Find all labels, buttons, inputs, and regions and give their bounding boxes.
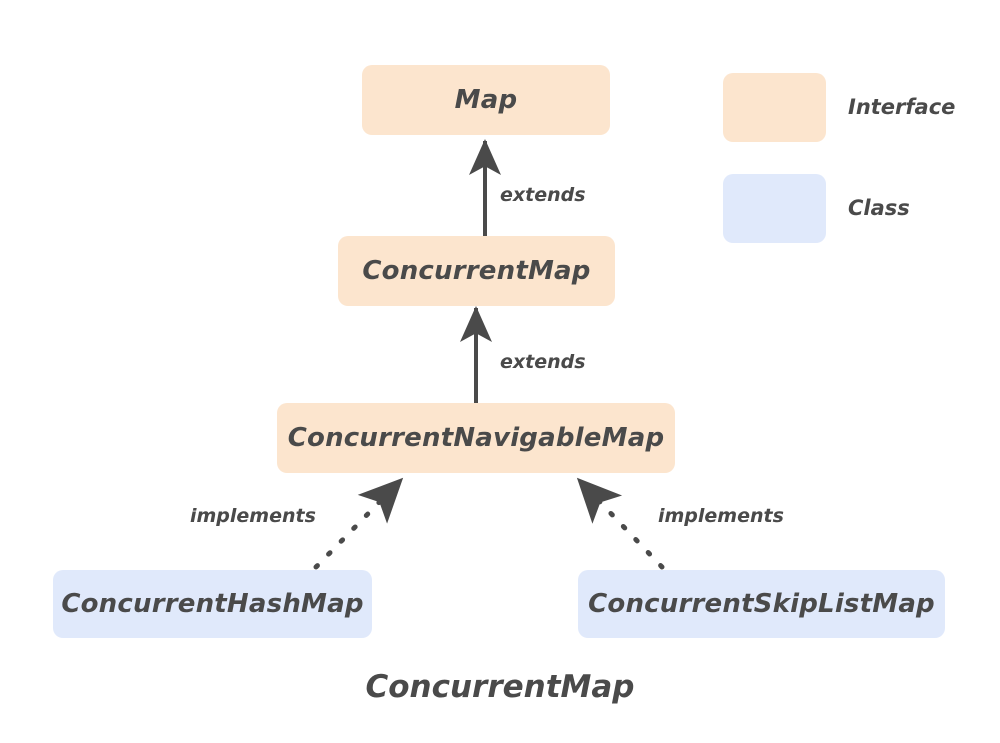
- edge-label-implements-right: implements: [658, 505, 784, 527]
- node-concurrent-hash-map-label: ConcurrentHashMap: [61, 589, 364, 619]
- node-concurrent-skip-list-map[interactable]: ConcurrentSkipListMap: [578, 570, 945, 638]
- node-concurrent-navigable-map[interactable]: ConcurrentNavigableMap: [277, 403, 675, 473]
- edge-label-implements-left: implements: [190, 505, 316, 527]
- edge-implements-right-line: [576, 477, 665, 570]
- node-concurrent-hash-map[interactable]: ConcurrentHashMap: [53, 570, 372, 638]
- node-map-label: Map: [454, 85, 518, 115]
- legend-swatch-interface: [723, 73, 826, 142]
- node-concurrent-navigable-map-label: ConcurrentNavigableMap: [287, 423, 665, 453]
- node-concurrent-map[interactable]: ConcurrentMap: [338, 236, 615, 306]
- edge-label-extends-concurrent-map: extends: [500, 351, 586, 373]
- legend-label-class: Class: [848, 196, 910, 220]
- node-concurrent-skip-list-map-label: ConcurrentSkipListMap: [588, 589, 935, 619]
- legend-label-interface: Interface: [848, 95, 956, 119]
- node-concurrent-map-label: ConcurrentMap: [362, 256, 591, 286]
- edge-label-extends-map: extends: [500, 184, 586, 206]
- edge-implements-left-line: [313, 477, 404, 570]
- legend-swatch-class: [723, 174, 826, 243]
- node-map[interactable]: Map: [362, 65, 610, 135]
- diagram-caption: ConcurrentMap: [365, 669, 635, 705]
